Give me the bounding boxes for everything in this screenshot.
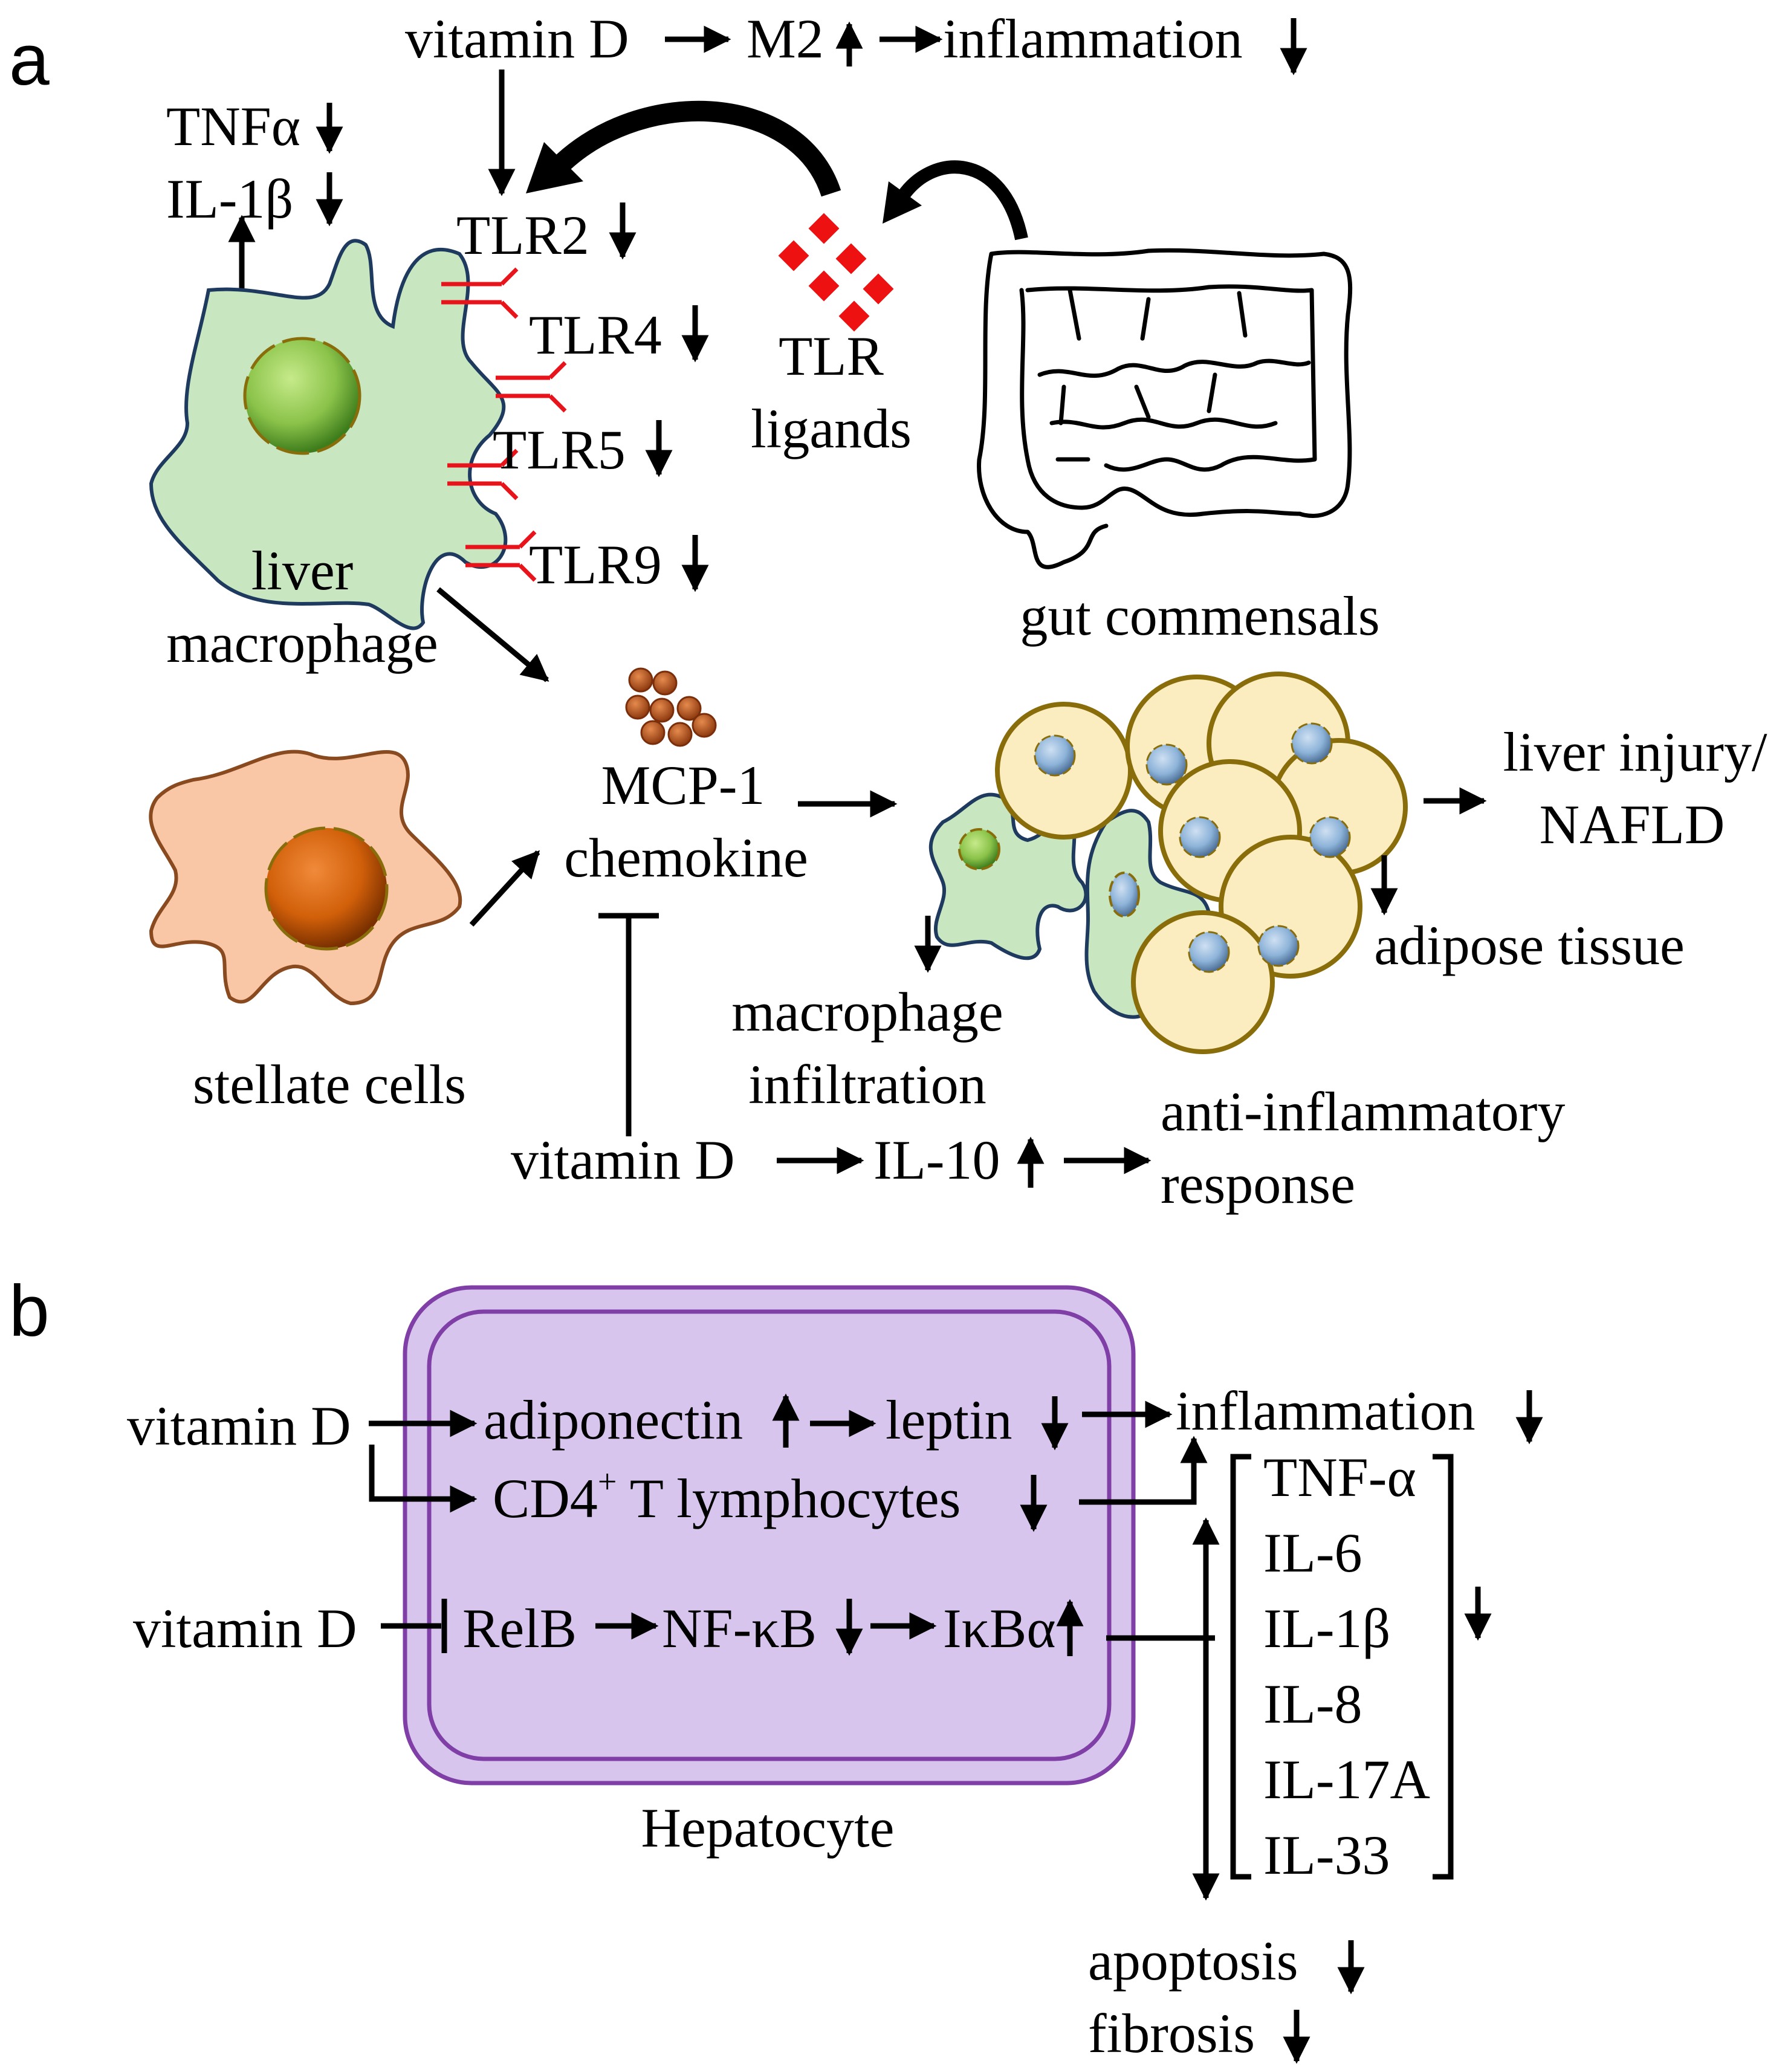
nfkb-label: NF-κB [662,1598,817,1659]
macrophage-mcp1-arrow [436,587,549,682]
tlr-ligands-icon [778,213,894,332]
tlr4-label: TLR4 [529,304,662,366]
ligand-tlr2-arrowhead [526,142,583,193]
hepatocyte-inner-membrane [427,1309,1112,1761]
vitd-cd4-arrow [369,1445,478,1513]
tlr-ligands-line2: ligands [751,398,912,459]
anti-inflammatory-line2: response [1161,1153,1355,1215]
il10-label: IL-10 [873,1129,1000,1191]
adipose-tissue-label: adipose tissue [1374,915,1685,976]
tlr5-receptor [447,448,519,500]
cytokine-il1b: IL-1β [1263,1598,1390,1659]
cd4-rest-text: T lymphocytes [617,1468,961,1529]
il1b-label: IL-1β [166,168,293,230]
ikba-label: IκBα [943,1598,1056,1659]
bottom-vitamin-d-label: vitamin D [511,1129,735,1191]
m2-label: M2 [747,8,824,70]
macrophage-infiltration-line2: infiltration [748,1054,986,1115]
tlr4-receptor [496,361,567,413]
cd4-text: CD4 [493,1468,598,1529]
stellate-nucleus [264,826,389,951]
cd4-label: CD4+ T lymphocytes [493,1463,961,1529]
panel-b-letter: b [9,1271,50,1352]
stellate-mcp1-arrow [469,850,540,927]
gut-icon [977,248,1353,569]
macrophage-nucleus [243,337,361,455]
tlr2-receptor [441,267,519,319]
gut-commensals-label: gut commensals [1020,585,1379,647]
fibrosis-label: fibrosis [1088,2002,1255,2064]
relb-label: RelB [462,1598,577,1659]
gut-ligand-curve [895,160,1028,241]
mcp1-line1: MCP-1 [601,754,765,816]
top-inflammation-label: inflammation [943,8,1243,70]
tlr9-label: TLR9 [529,534,662,595]
mcp1-line2: chemokine [564,827,808,889]
macrophage-infiltration-line1: macrophage [731,981,1003,1043]
infiltrating-nucleus-1 [958,828,1000,870]
tlr5-label: TLR5 [493,419,626,481]
liver-injury-line1: liver injury/ [1503,721,1767,783]
ligand-tlr2-curve [545,100,841,197]
b-vitamin-d-1-label: vitamin D [127,1395,351,1457]
leptin-label: leptin [886,1389,1012,1451]
tlr9-receptor [465,530,537,582]
b-inflammation-label: inflammation [1176,1380,1476,1442]
liver-macrophage-line1: liver [251,540,354,601]
apoptosis-label: apoptosis [1088,1930,1298,1992]
tnfa-label: TNFα [166,96,300,157]
adipocyte-nuclei [1034,722,1351,973]
cd4-inflammation-arrow [1079,1436,1208,1505]
cytokine-bracket-left [1230,1454,1251,1880]
cytokine-il17a: IL-17A [1263,1749,1430,1810]
hepatocyte-label: Hepatocyte [641,1797,895,1859]
liver-macrophage-line2: macrophage [166,612,438,674]
cytokine-il8: IL-8 [1263,1673,1362,1735]
liver-injury-line2: NAFLD [1540,794,1725,855]
stellate-cells-label: stellate cells [193,1054,466,1115]
panel-a-letter: a [9,19,50,100]
cytokine-tnfa: TNF-α [1263,1446,1416,1508]
tlr2-label: TLR2 [456,204,589,266]
b-vitamin-d-2-label: vitamin D [133,1598,357,1659]
infiltrating-nucleus-2 [1109,872,1140,918]
cytokine-il6: IL-6 [1263,1522,1362,1584]
tlr-ligands-line1: TLR [779,325,884,387]
cd4-superscript: + [598,1463,617,1501]
adipose-tissue-cluster [995,672,1408,1054]
gut-ligand-arrowhead [883,181,922,224]
hepatocyte-cell [403,1285,1136,1785]
cytokine-il33: IL-33 [1263,1824,1390,1886]
mcp1-chemokine-icon [625,667,717,747]
adiponectin-label: adiponectin [484,1389,743,1451]
top-vitamin-d-label: vitamin D [405,8,629,70]
adipocyte [1131,910,1275,1054]
anti-inflammatory-line1: anti-inflammatory [1161,1081,1565,1142]
cytokine-bracket-right [1433,1454,1454,1880]
